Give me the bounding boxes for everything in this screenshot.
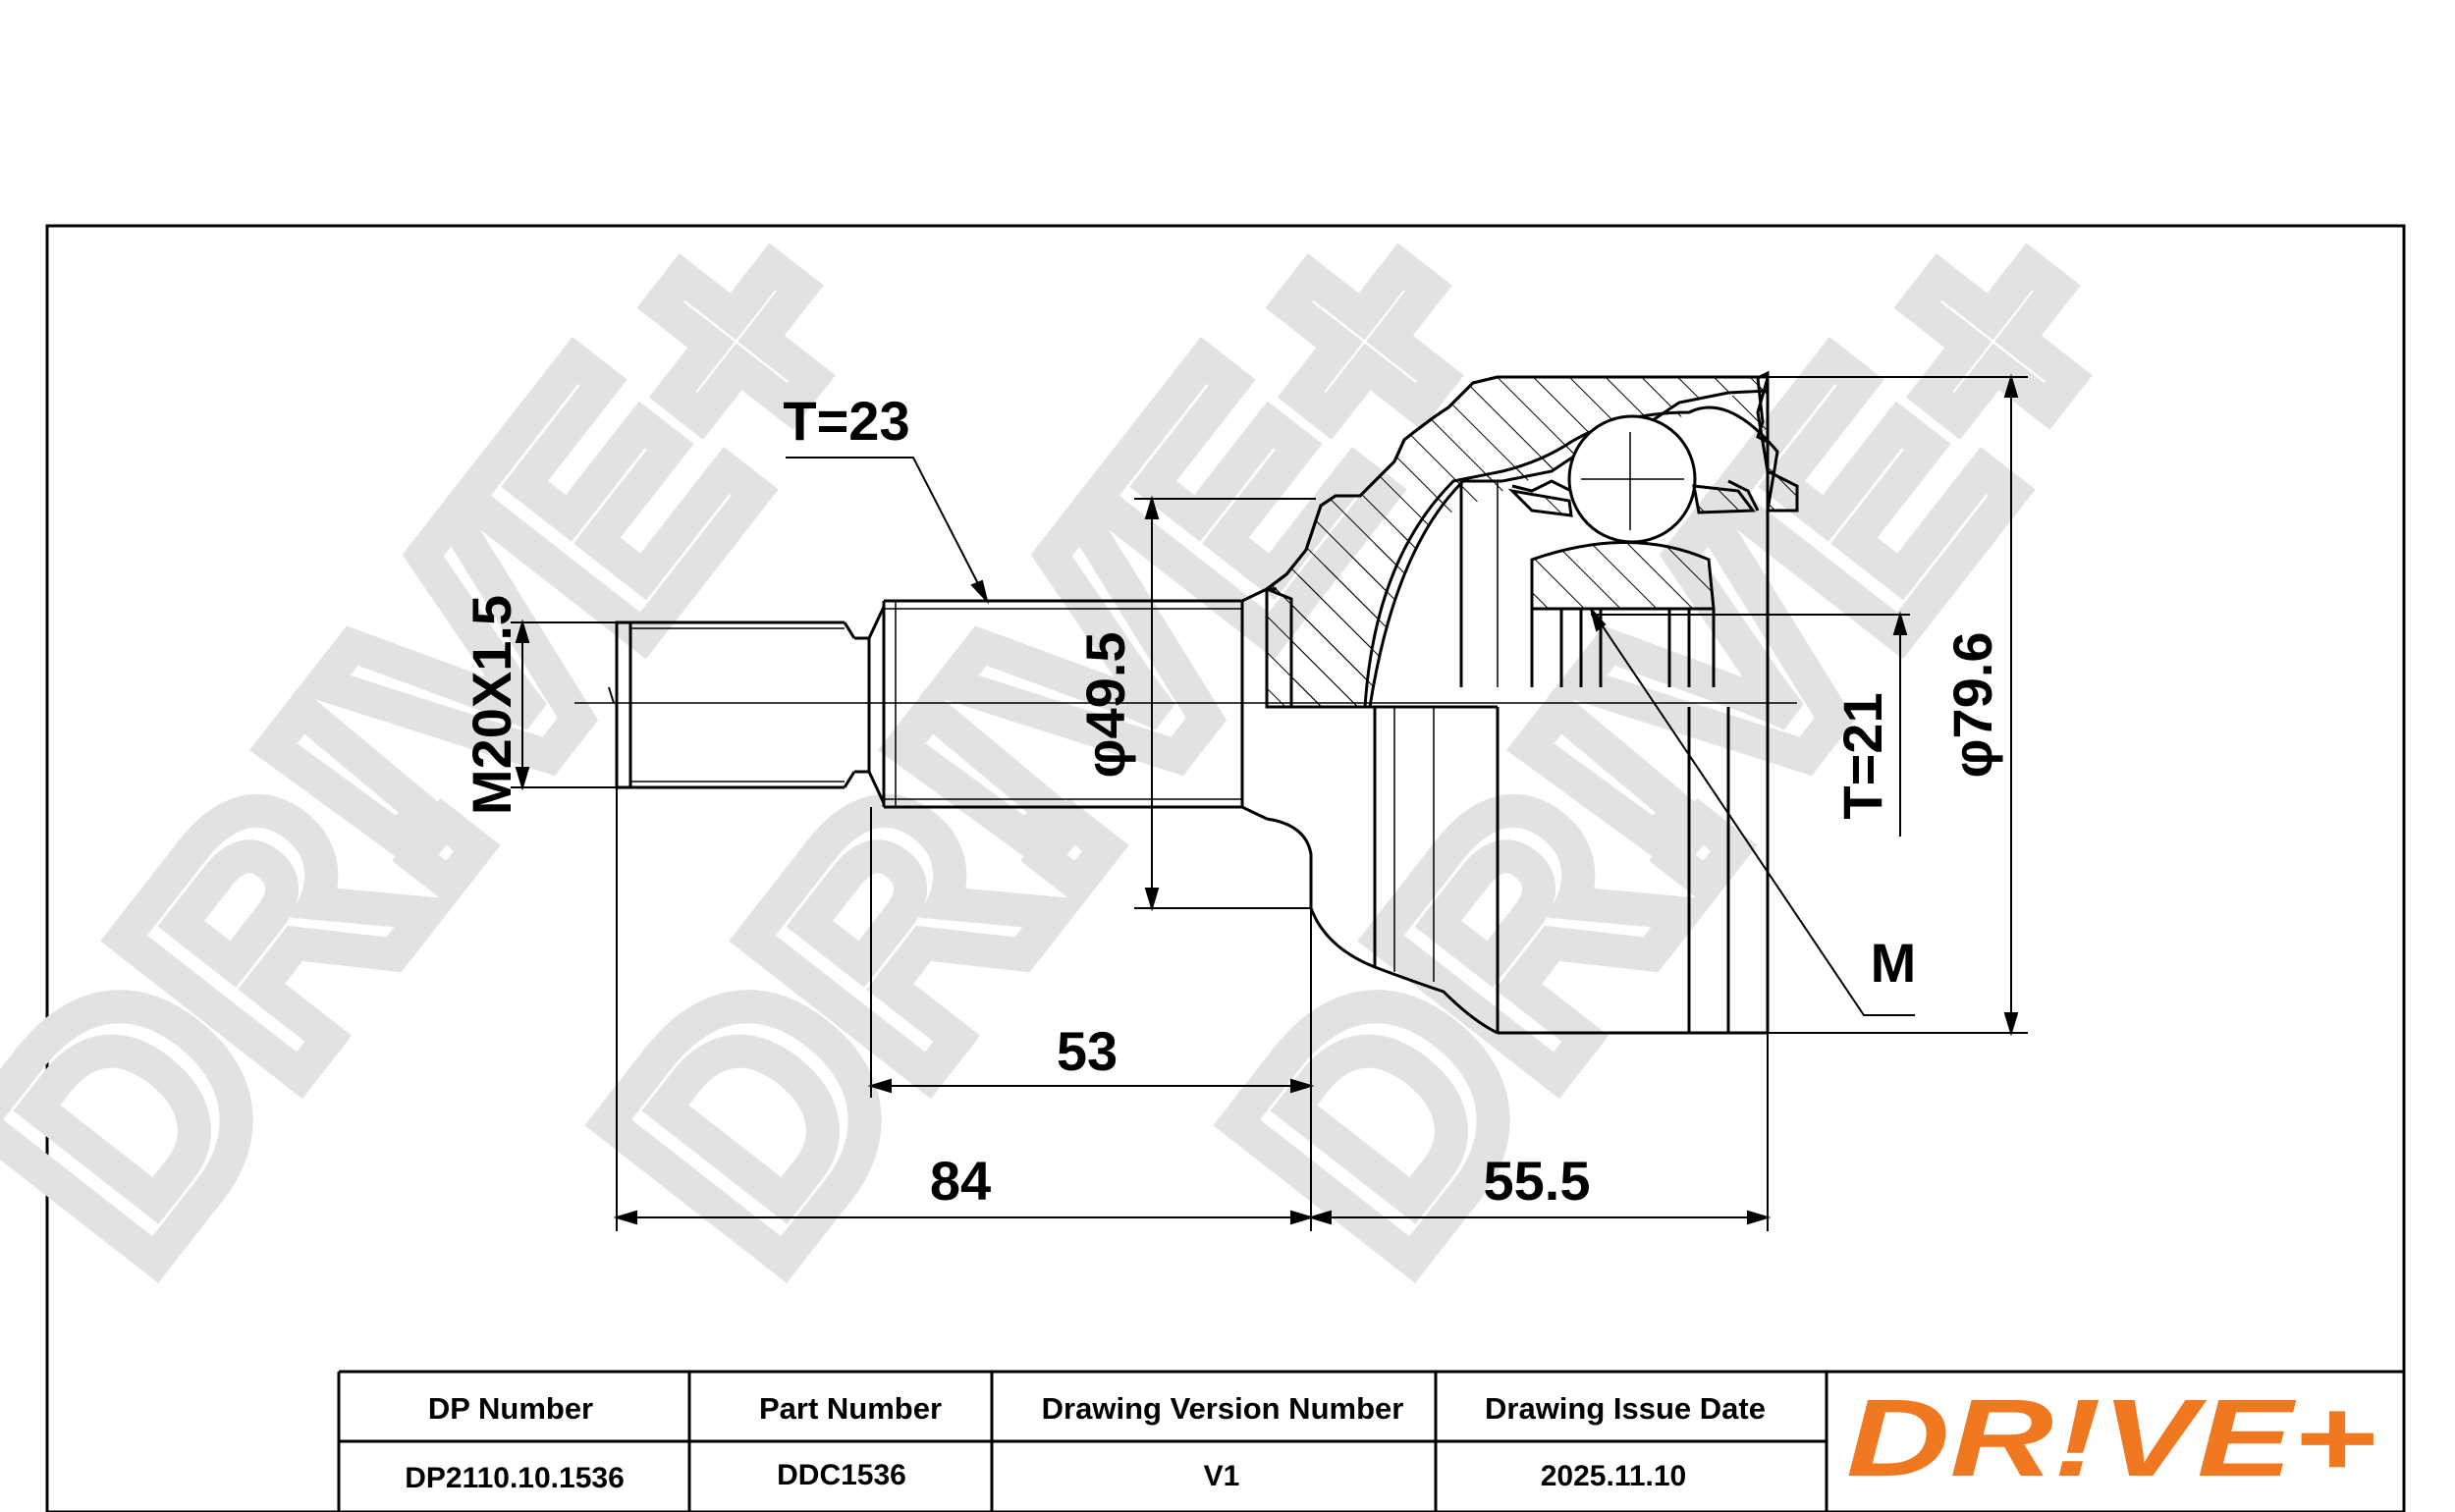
dim-thread-label: M20X1.5 <box>461 595 522 815</box>
dim-shaft-diameter-label: φ49.5 <box>1074 631 1136 778</box>
dim-mark-label: M <box>1871 932 1917 994</box>
spline-shaft <box>882 587 1313 908</box>
drawing-frame <box>45 224 2406 1512</box>
dim-spline-outer-label: T=23 <box>783 390 909 452</box>
value-issue-date: 2025.11.10 <box>1541 1460 1687 1492</box>
header-part-number: Part Number <box>759 1391 942 1426</box>
value-dp-number: DP2110.10.1536 <box>405 1462 625 1494</box>
threaded-end <box>615 606 886 804</box>
dim-housing-length-label: 55.5 <box>1484 1150 1591 1212</box>
value-part-number: DDC1536 <box>777 1459 906 1491</box>
title-block <box>337 1370 2404 1512</box>
header-drawing-version: Drawing Version Number <box>1042 1391 1404 1426</box>
dim-total-length-label: 84 <box>930 1150 991 1212</box>
dim-shaft-length-label: 53 <box>1057 1020 1118 1082</box>
value-drawing-version: V1 <box>1204 1460 1240 1492</box>
dim-outer-diameter-label: φ79.6 <box>1941 631 2003 778</box>
header-issue-date: Drawing Issue Date <box>1485 1391 1766 1426</box>
brand-logo: DR!VE+ <box>1846 1377 2376 1499</box>
cv-joint-part <box>574 370 1799 1035</box>
dimension-lines <box>511 373 2028 1231</box>
header-dp-number: DP Number <box>428 1391 593 1426</box>
dim-spline-inner-label: T=21 <box>1831 692 1893 819</box>
